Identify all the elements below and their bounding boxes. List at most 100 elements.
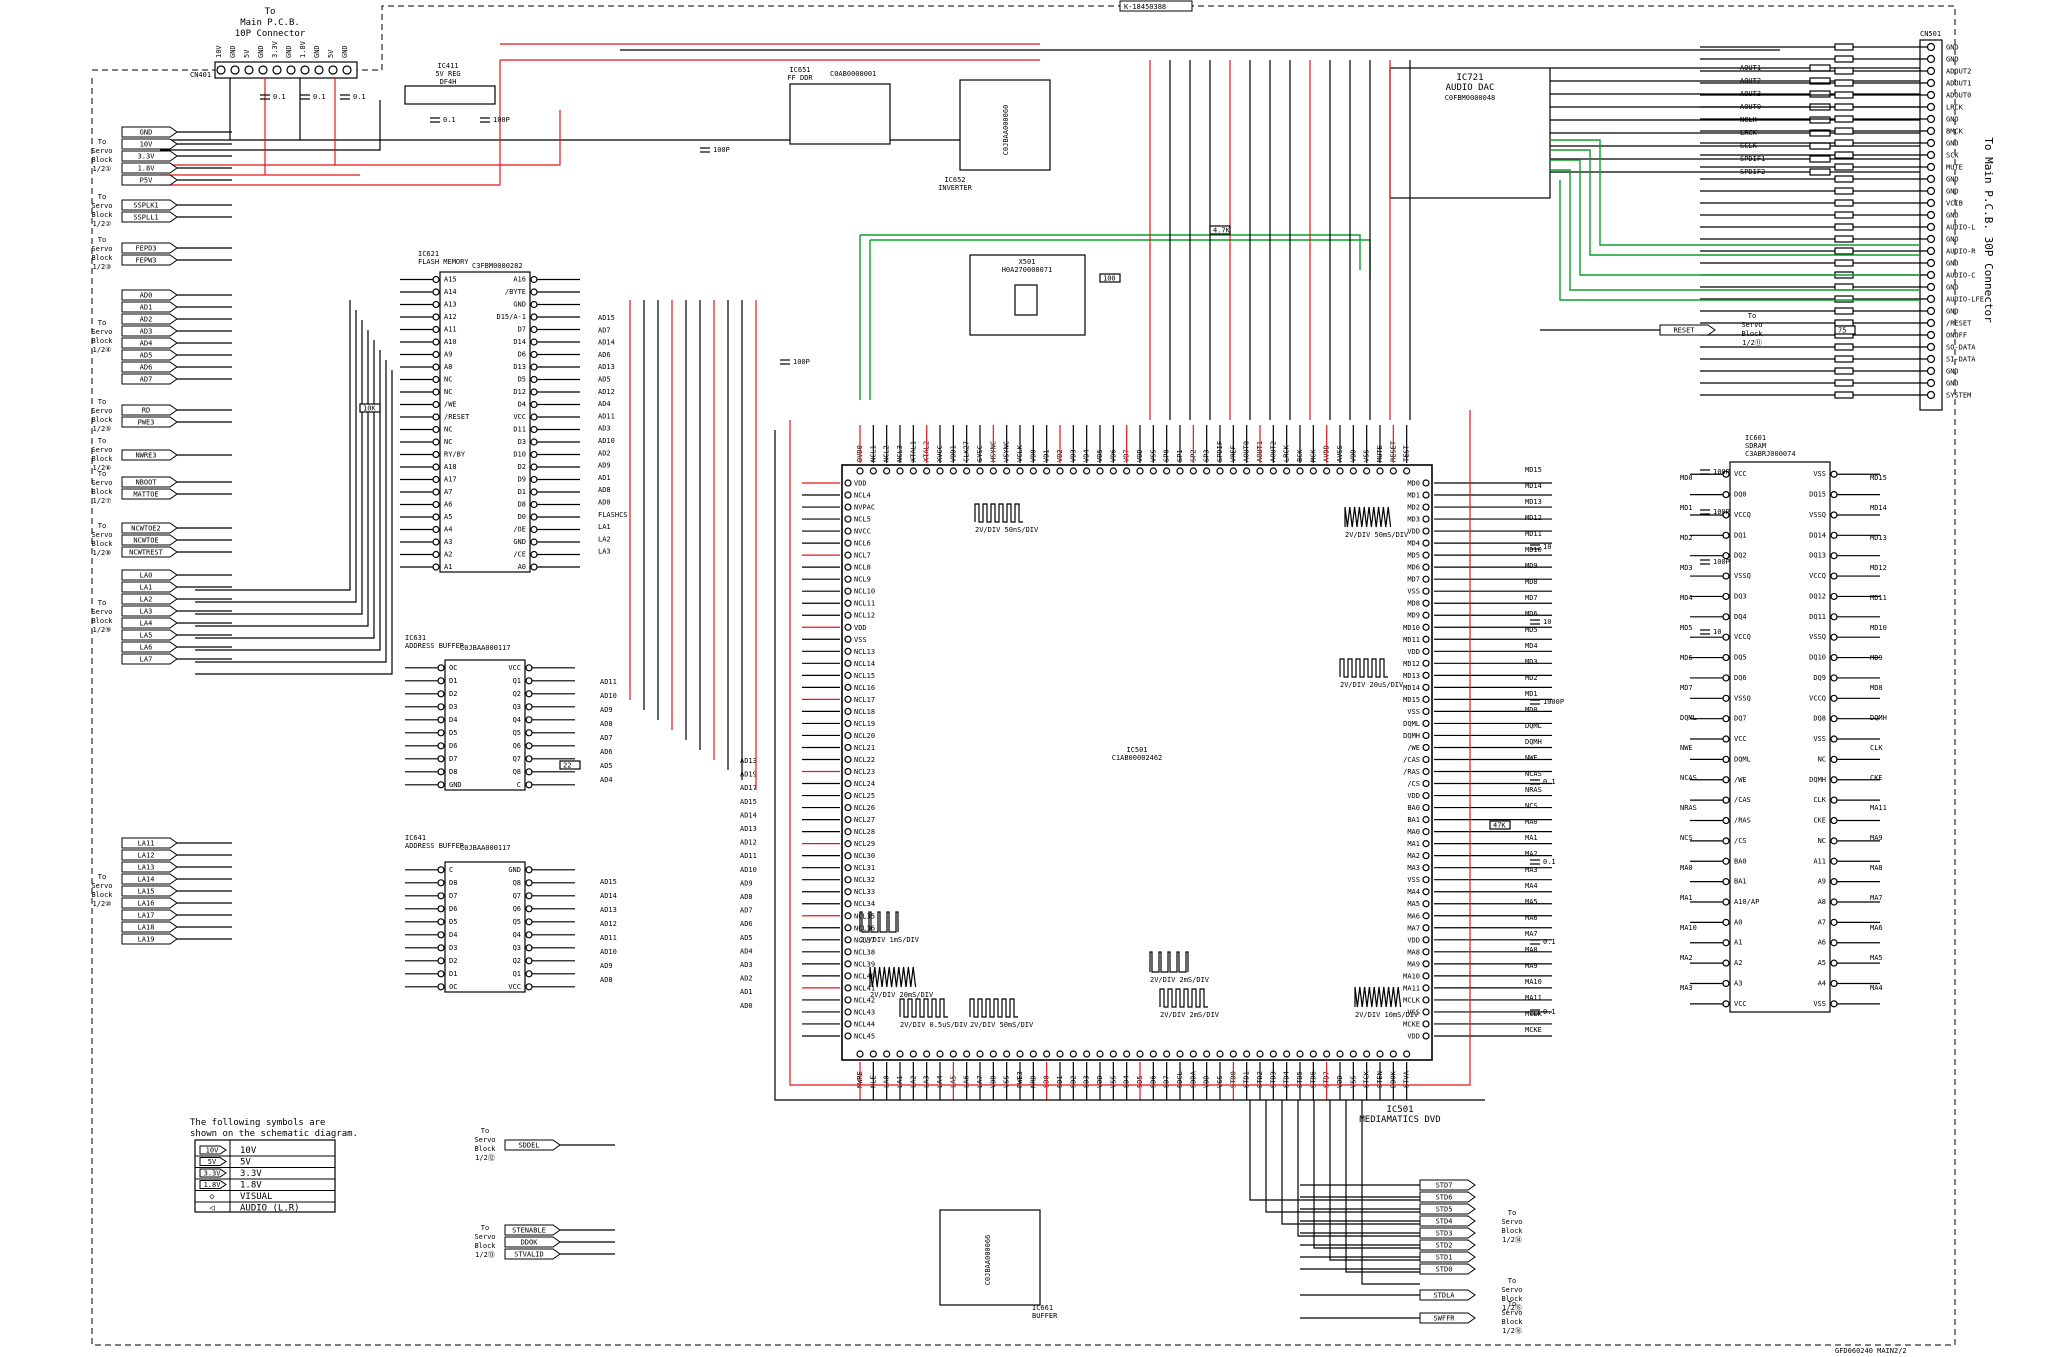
servo-signal-tag — [121, 349, 178, 361]
x501-title: X501 — [1019, 258, 1036, 266]
ic641-pin — [525, 970, 533, 978]
ic601-pin — [1830, 755, 1838, 764]
ic501-pin — [963, 1050, 971, 1058]
ic601-pin-label: VSSQ — [1809, 511, 1826, 519]
ic501-pin-label: VDD — [1407, 792, 1420, 800]
sdram-right-bus-label: MD9 — [1870, 654, 1883, 662]
ic501-pin-label: VSS — [1407, 1008, 1420, 1016]
servo-signal-tag — [504, 1236, 561, 1248]
ic631-name: ADDRESS BUFFER — [405, 642, 465, 650]
resistor — [1834, 175, 1854, 183]
ic601-pin — [1722, 898, 1730, 906]
ic631-pin — [437, 664, 445, 672]
ic501-pin — [1149, 467, 1157, 475]
buffer2-bus-label: AD11 — [600, 934, 617, 942]
cap-value: 100P — [793, 358, 810, 366]
cap-value: 0.1 — [1543, 938, 1556, 946]
servo-block-label: Servo — [91, 479, 112, 487]
ic501-pin — [1422, 791, 1430, 800]
ic601-pin-label: DQ8 — [1813, 715, 1826, 723]
servo-signal-label: NBOOT — [135, 479, 157, 487]
ic501-pin-label: NCL14 — [854, 660, 875, 668]
ic501-pin — [1296, 467, 1304, 475]
cn401-pin — [314, 65, 324, 75]
cn501-pin-label: ADOUT0 — [1946, 92, 1971, 100]
sdram-right-bus-label: MD8 — [1870, 684, 1883, 692]
frame-top-label: K-18450388 — [1124, 3, 1166, 11]
ic621-pin — [432, 438, 440, 446]
ic601-pin-label: VCCQ — [1809, 572, 1826, 580]
ic501-pin-label: MD1 — [1407, 492, 1420, 500]
servo-signal-label: STD1 — [1436, 1254, 1453, 1262]
resistor-value: 47K — [1493, 822, 1506, 830]
ic641-pin-label: D4 — [449, 931, 457, 939]
servo-signal-label: SWFFR — [1433, 1315, 1455, 1323]
ic501-pin — [1216, 1050, 1224, 1058]
cn501-pin — [1926, 342, 1936, 352]
ic501-pin-label: MA8 — [1407, 948, 1420, 956]
ic601-pin — [1830, 694, 1838, 702]
ic621-pin-label: D15/A-1 — [496, 313, 526, 321]
ic641-name: ADDRESS BUFFER — [405, 842, 465, 850]
resistor — [1809, 168, 1831, 176]
ic501-pin-label: MD14 — [1403, 684, 1420, 692]
resistor — [1834, 55, 1854, 63]
ic621-pin-label: D6 — [518, 351, 526, 359]
servo-signal-tag — [121, 629, 178, 641]
servo-block-label: 1/2② — [93, 220, 112, 228]
servo-signal-tag — [121, 617, 178, 629]
ic601-pin — [1830, 633, 1838, 641]
ic631-pin-label: Q8 — [513, 768, 521, 776]
ic501-pin-label: NCL21 — [854, 744, 875, 752]
legend-symbol-label: 3.3V — [204, 1170, 222, 1178]
servo-block-label: Block — [1501, 1227, 1523, 1235]
resistor — [1834, 91, 1854, 99]
ic621-pin — [530, 563, 538, 571]
ic501-pin — [1422, 527, 1430, 535]
ic501-pin-label: NCL20 — [854, 732, 875, 740]
ic601-pin-label: A1 — [1734, 939, 1742, 947]
std-bus-wire — [1297, 1100, 1420, 1237]
ic631-pin — [525, 755, 533, 763]
waveform-trace — [974, 503, 1023, 523]
servo-signal-tag — [121, 174, 178, 186]
servo-signal-label: DDOK — [521, 1239, 539, 1247]
ic621-pin-label: NC — [444, 376, 452, 384]
servo-signal-label: RESET — [1673, 327, 1695, 335]
ic601-pin-label: CKE — [1813, 817, 1826, 825]
ic501-pin — [1422, 515, 1430, 523]
buffer2-bus-label: AD13 — [600, 906, 617, 914]
ic501-pin — [1422, 767, 1430, 776]
resistor — [1834, 259, 1854, 267]
cn501-pin-label: AUDIO-LFE — [1946, 296, 1984, 304]
cn501-pin-label: GND — [1946, 188, 1959, 196]
ic501-pin — [1003, 467, 1011, 475]
sdram-left-bus-label: MA1 — [1680, 894, 1693, 902]
frame: K-18450388 GFD060240 MAIN2/2 — [91, 0, 1956, 1355]
servo-signal-label: LA3 — [140, 608, 153, 616]
ic501-pin — [844, 551, 852, 559]
ic631-pin — [437, 703, 445, 711]
legend-text: 5V — [240, 1158, 251, 1168]
ic501-pin — [844, 623, 852, 631]
ic501-pin — [844, 755, 852, 764]
waveform-label: 2V/DIV 50mS/DIV — [1345, 531, 1409, 539]
ic501-pin — [1422, 828, 1430, 836]
servo-signal-tag — [1419, 1179, 1476, 1191]
ic501-pin-label: /WE — [1407, 744, 1420, 752]
ic501-pin-label: NCL27 — [854, 816, 875, 824]
ic501-pin-label: NCL41 — [854, 984, 875, 992]
servo-block-label: Block — [91, 211, 113, 219]
ic621-pin-label: A9 — [444, 351, 452, 359]
symbol-legend: The following symbols are shown on the s… — [190, 1118, 358, 1214]
ic601-pin — [1830, 918, 1838, 926]
ic601-sdram: IC601 SDRAM C3ABRJ000074 VCCDQ0VCCQDQ1DQ… — [1680, 434, 1887, 1013]
ic621-pin — [530, 463, 538, 471]
cn501-pin — [1926, 330, 1936, 340]
ic652-title: IC652 — [944, 176, 965, 184]
ic501-pin-label: NCL13 — [854, 648, 875, 656]
servo-block-label: Block — [91, 337, 113, 345]
ic631-pin-label: D6 — [449, 742, 457, 750]
servo-signal-tag — [121, 885, 178, 897]
ic621-pin-label: A8 — [444, 363, 452, 371]
